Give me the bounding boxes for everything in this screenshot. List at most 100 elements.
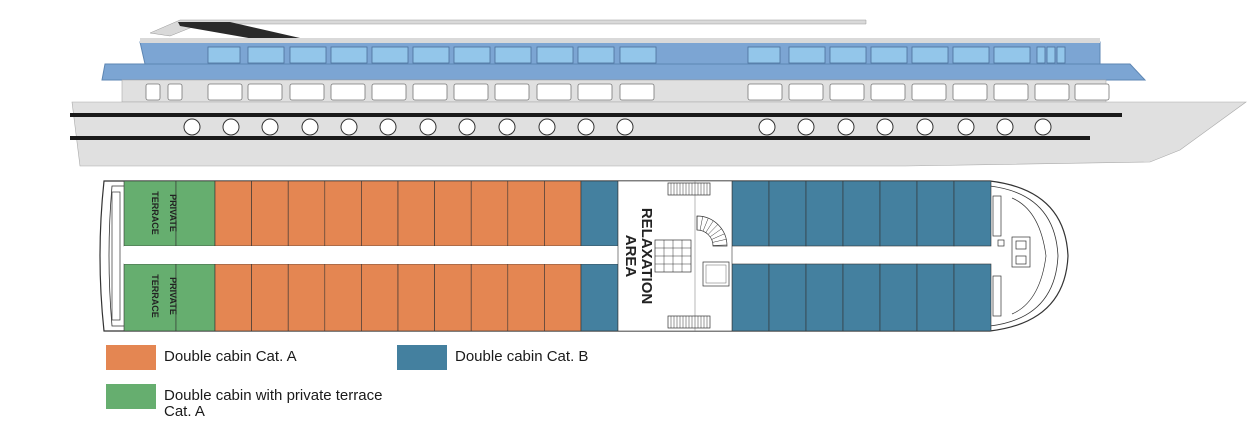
middle-window: [1034, 83, 1070, 101]
cabin-cat-b: [953, 263, 992, 332]
upper-window: [412, 46, 450, 64]
corridor: [124, 246, 618, 264]
terrace-label-line-2: TERRACE: [150, 191, 160, 235]
spiral-step: [702, 218, 709, 232]
middle-deck-windows: [145, 83, 1110, 101]
upper-deck-windows: [207, 46, 1066, 64]
upper-window-small: [1056, 46, 1066, 64]
porthole: [498, 118, 516, 136]
upper-window-small: [1046, 46, 1056, 64]
upper-window: [911, 46, 949, 64]
legend-item-terrace: Double cabin with private terrace Cat. A: [106, 384, 382, 420]
spiral-staircase: [696, 215, 728, 247]
middle-window: [747, 83, 783, 101]
middle-window: [371, 83, 407, 101]
porthole: [458, 118, 476, 136]
terrace-label-line-1: PRIVATE: [168, 194, 178, 232]
cabin-cat-a: [251, 263, 289, 332]
upper-window: [536, 46, 574, 64]
legend-item-cat-a: Double cabin Cat. A: [106, 345, 297, 370]
relaxation-label-line-1: RELAXATION: [638, 208, 655, 304]
cabin-cat-b: [580, 180, 619, 247]
upper-window: [993, 46, 1031, 64]
stern-area: [111, 191, 121, 321]
porthole: [916, 118, 934, 136]
cabin-cat-a: [324, 263, 362, 332]
spiral-step: [711, 233, 725, 240]
upper-window: [207, 46, 241, 64]
middle-window: [247, 83, 283, 101]
bow-room-top: [992, 195, 1002, 237]
upper-window: [453, 46, 491, 64]
bridge-top: [178, 22, 300, 40]
bow-room-bottom: [992, 275, 1002, 317]
middle-window: [788, 83, 824, 101]
upper-deck-rail: [140, 38, 1100, 43]
cabin-cat-b: [580, 263, 619, 332]
cabin-cat-a: [507, 180, 545, 247]
middle-window: [453, 83, 489, 101]
porthole: [1034, 118, 1052, 136]
porthole: [876, 118, 894, 136]
cabin-cat-b: [768, 180, 807, 247]
upper-window: [247, 46, 285, 64]
cabin-cat-b: [805, 180, 844, 247]
spiral-step: [699, 216, 703, 231]
cabin-cat-a: [470, 180, 509, 247]
cabin-cat-b: [842, 263, 881, 332]
porthole: [837, 118, 855, 136]
bow-console: [1011, 236, 1031, 268]
cabin-cat-a: [324, 180, 362, 247]
upper-window: [330, 46, 368, 64]
cabin-cat-a: [214, 263, 252, 332]
cabin-cat-a: [287, 180, 326, 247]
stairs-top: [667, 182, 711, 196]
cabin-cat-b: [916, 263, 955, 332]
terrace-area: [123, 180, 177, 247]
porthole: [301, 118, 319, 136]
middle-window: [536, 83, 572, 101]
porthole: [616, 118, 634, 136]
cabin-cat-a: [470, 263, 509, 332]
cabin-cat-a: [214, 180, 252, 247]
terrace-cabins: [123, 180, 216, 332]
middle-window: [911, 83, 947, 101]
terrace-label-line-2: TERRACE: [150, 274, 160, 318]
middle-window: [993, 83, 1029, 101]
relaxation-grid: [654, 239, 692, 273]
legend-label-cat-a: Double cabin Cat. A: [164, 348, 297, 365]
upper-window: [289, 46, 327, 64]
cabin-cat-b: [731, 180, 770, 247]
cabin-cat-b: [953, 180, 992, 247]
deck-plan: RELAXATION AREA PRIVATETERRACEPRIVATETER…: [99, 180, 1069, 332]
cabin-cat-a: [434, 180, 472, 247]
cabin-cat-a: [544, 263, 582, 332]
cat-b-cabins: [580, 180, 992, 332]
stern-bench: [111, 191, 121, 321]
legend-item-cat-b: Double cabin Cat. B: [397, 345, 588, 370]
spiral-step: [709, 228, 722, 238]
bow-area: [992, 195, 1047, 317]
bow-small-box: [997, 239, 1005, 247]
cabin-cat-a: [397, 263, 435, 332]
sun-deck-roof: [149, 19, 867, 37]
middle-window-door: [145, 83, 161, 101]
upper-window-small: [1036, 46, 1046, 64]
middle-window: [289, 83, 325, 101]
cabin-cat-a: [434, 263, 472, 332]
legend-label-cat-b: Double cabin Cat. B: [455, 348, 589, 365]
spiral-step: [712, 239, 727, 243]
upper-window: [747, 46, 781, 64]
legend-label-terrace: Double cabin with private terrace Cat. A: [164, 387, 383, 420]
middle-window: [829, 83, 865, 101]
cabin-cat-b: [879, 263, 918, 332]
spiral-step: [705, 220, 714, 233]
deck-inner-outline: [108, 185, 1059, 327]
upper-window: [494, 46, 532, 64]
porthole: [261, 118, 279, 136]
cabin-cat-a: [544, 180, 582, 247]
relaxation-label-line-2: AREA: [622, 235, 639, 278]
middle-window: [1074, 83, 1110, 101]
terrace-cabin: [175, 263, 216, 332]
